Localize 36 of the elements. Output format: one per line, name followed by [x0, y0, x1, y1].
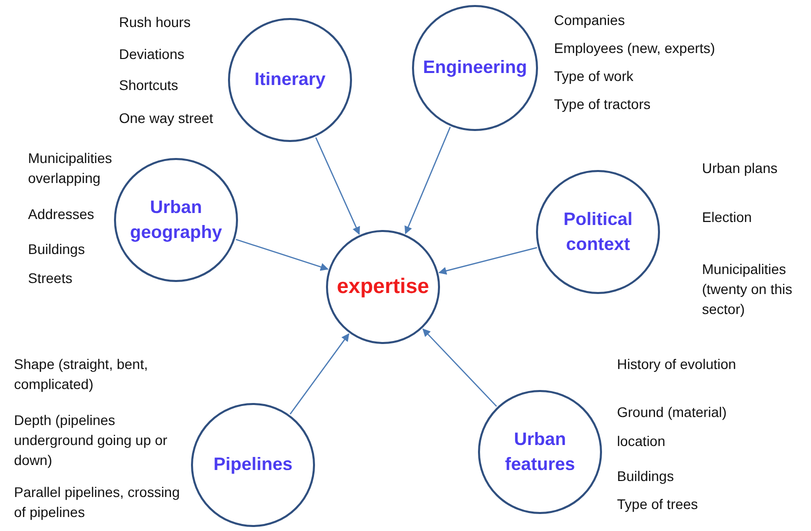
aspect-note: location: [617, 432, 666, 451]
aspect-note: Streets: [28, 269, 72, 288]
topic-label: Pipelines: [213, 453, 293, 476]
aspect-note: Buildings: [28, 240, 85, 259]
aspect-note: Municipalities overlapping: [28, 149, 114, 188]
arrow: [438, 247, 538, 275]
aspect-note: Type of trees: [617, 495, 698, 514]
arrow: [422, 328, 497, 407]
topic-label: Engineering: [422, 56, 527, 80]
topic-label: expertise: [336, 274, 430, 300]
aspect-note: Companies: [554, 11, 625, 30]
aspect-note: Election: [702, 208, 752, 227]
arrow: [236, 238, 329, 271]
topic-label: Urban geography: [128, 196, 223, 244]
aspect-note: Buildings: [617, 467, 674, 486]
aspect-note: Type of tractors: [554, 95, 650, 114]
aspect-note: Rush hours: [119, 13, 191, 32]
topic-label: Itinerary: [254, 68, 326, 92]
arrow: [290, 333, 350, 414]
aspect-note: Parallel pipelines, crossing of pipelines: [14, 483, 181, 522]
topic-label: Urban features: [504, 428, 576, 476]
aspect-note: Ground (material): [617, 403, 727, 422]
aspect-note: History of evolution: [617, 355, 736, 374]
aspect-note: Type of work: [554, 67, 634, 86]
arrow: [404, 126, 451, 234]
aspect-note: Employees (new, experts): [554, 39, 716, 58]
arrow: [315, 137, 360, 235]
aspect-note: Depth (pipelines underground going up or down): [14, 411, 168, 470]
aspect-note: Deviations: [119, 45, 184, 64]
topic-label: Political context: [562, 208, 634, 256]
aspect-note: Shortcuts: [119, 76, 178, 95]
aspect-note: Municipalities (twenty on this sector): [702, 260, 794, 319]
aspect-note: Urban plans: [702, 159, 778, 178]
aspect-note: Addresses: [28, 205, 94, 224]
aspect-note: One way street: [119, 109, 214, 128]
aspect-note: Shape (straight, bent, complicated): [14, 355, 149, 394]
